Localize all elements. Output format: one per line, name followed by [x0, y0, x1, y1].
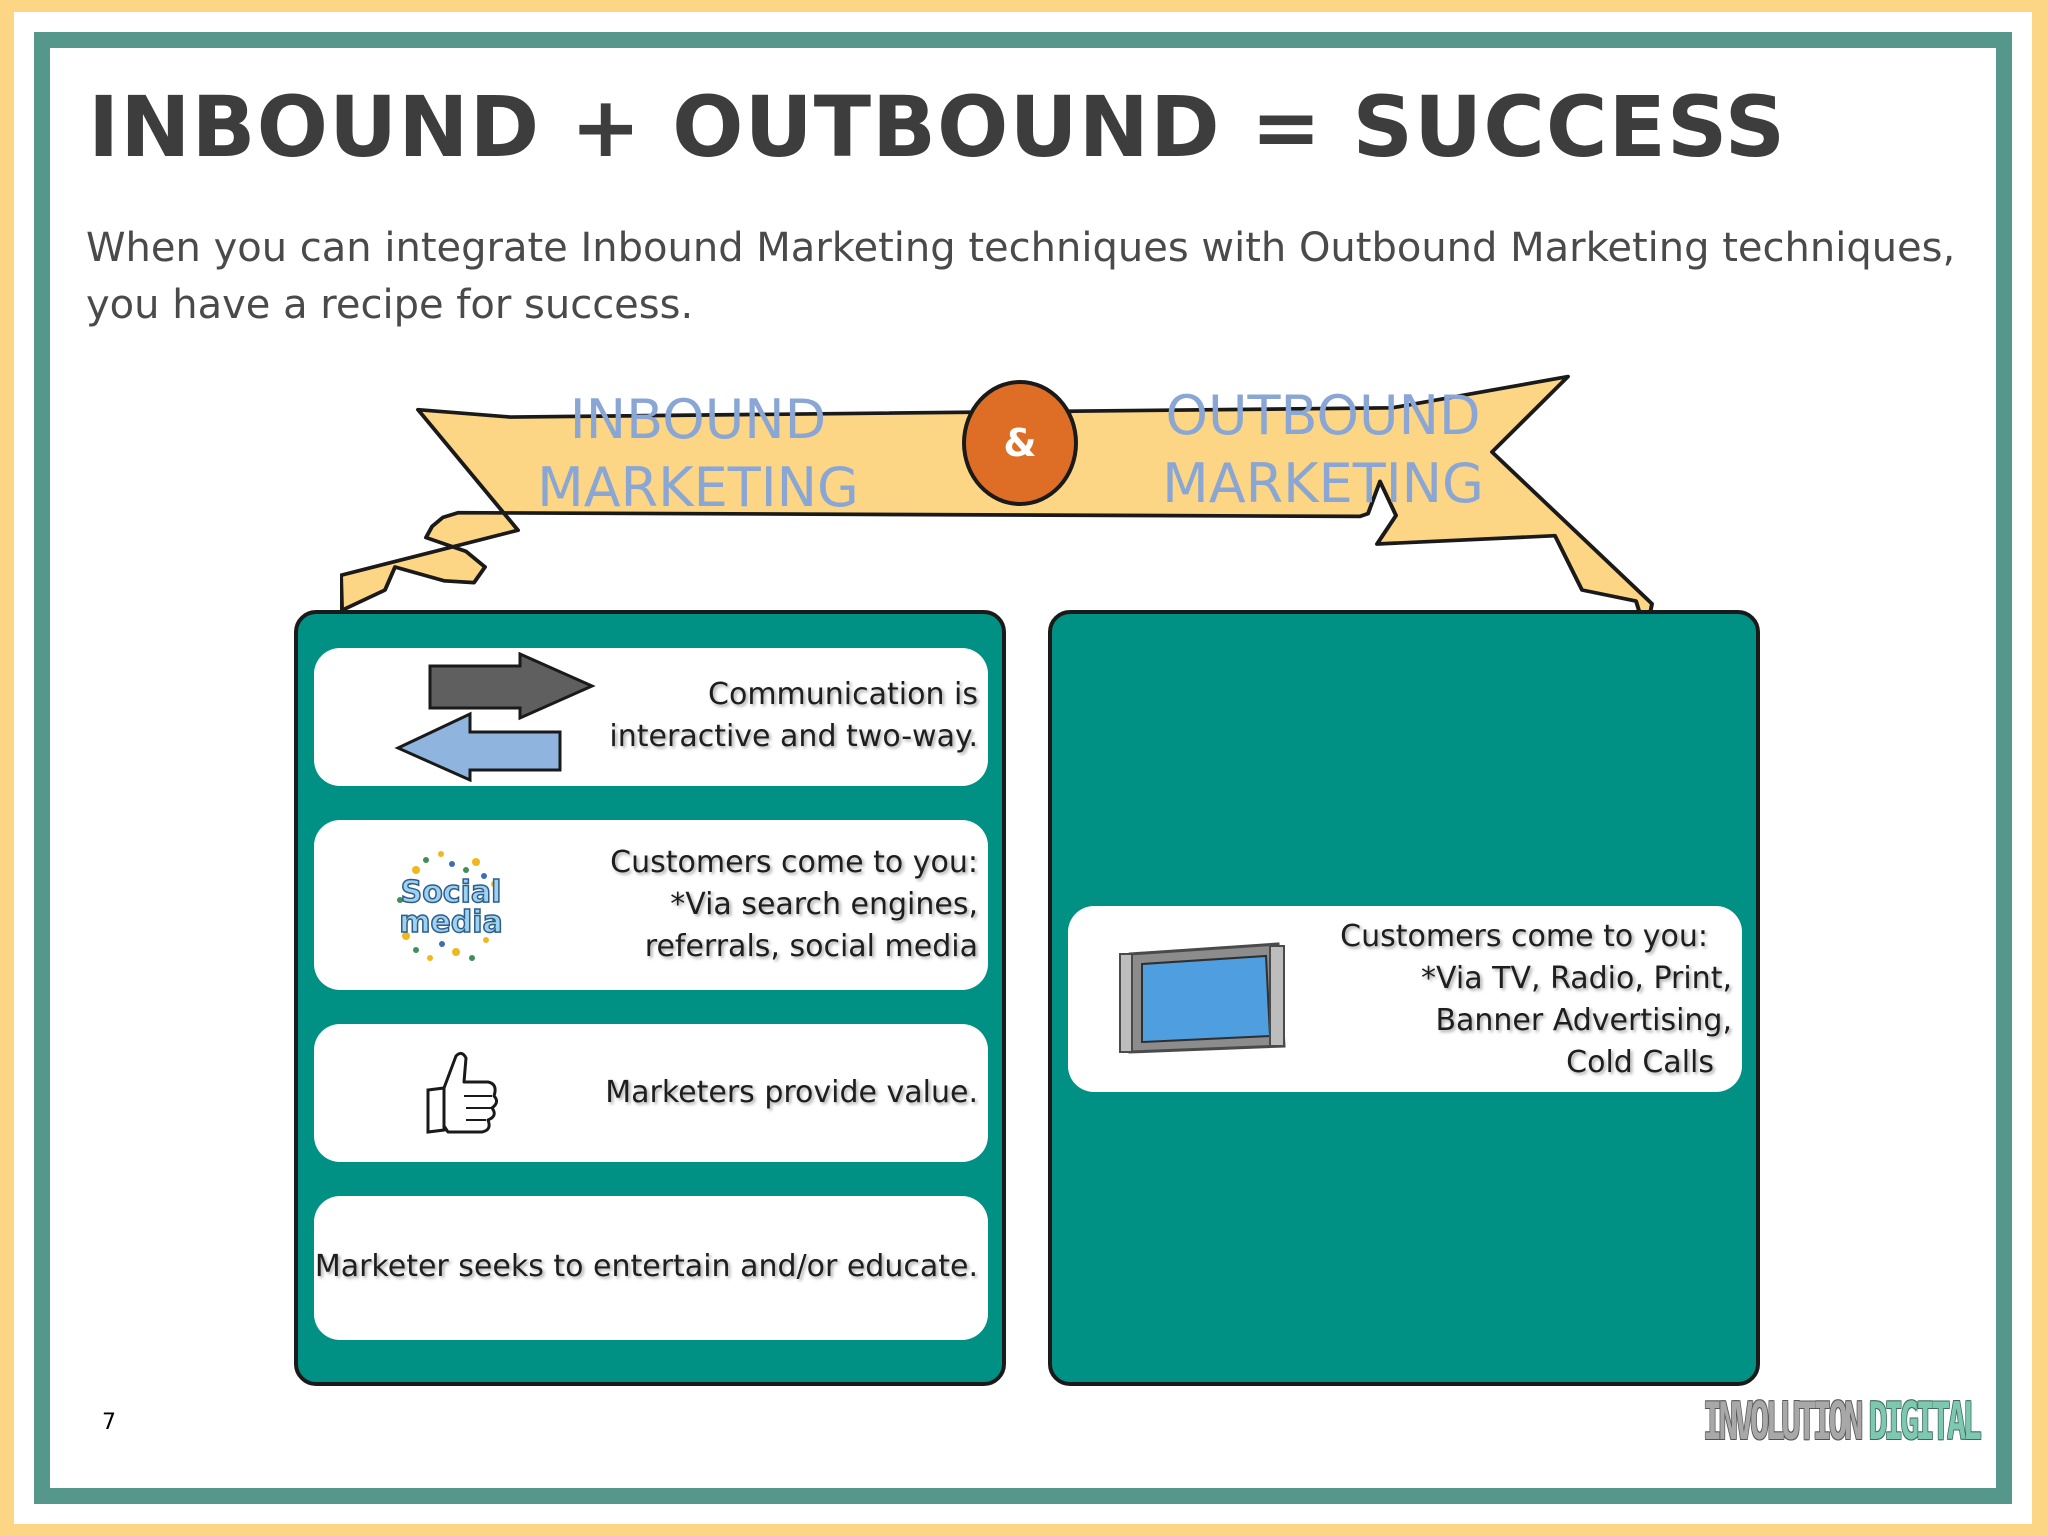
card-text-line: Customers come to you:	[610, 845, 978, 880]
slide-subtitle: When you can integrate Inbound Marketing…	[86, 220, 1966, 334]
banner-outbound-label: OUTBOUND MARKETING	[1133, 382, 1513, 518]
card-text-line: Customers come to you:	[1340, 919, 1708, 954]
inbound-card-value: Marketers provide value.	[314, 1024, 988, 1162]
card-text-line: Communication is	[708, 677, 978, 712]
subtitle-line-1: When you can integrate Inbound Marketing…	[86, 225, 1956, 271]
banner-inbound-label: INBOUND MARKETING	[508, 386, 888, 522]
social-media-icon: Social media	[397, 851, 504, 961]
banner-outbound-line-1: OUTBOUND	[1165, 384, 1481, 447]
outbound-card-text: Customers come to you: *Via TV, Radio, P…	[1340, 916, 1732, 1084]
inbound-card-entertain: Marketer seeks to entertain and/or educa…	[314, 1196, 988, 1340]
subtitle-line-2: you have a recipe for success.	[86, 282, 694, 328]
card-text-line: *Via TV, Radio, Print,	[1421, 961, 1732, 996]
card-text-line: *Via search engines,	[670, 887, 978, 922]
inbound-panel: Communication is interactive and two-way…	[294, 610, 1006, 1386]
ribbon-banner	[340, 374, 1654, 636]
card-text-line: interactive and two-way.	[609, 719, 978, 754]
inbound-card-3-text: Marketers provide value.	[605, 1075, 978, 1110]
thumbs-up-icon	[426, 1051, 499, 1134]
slide-title: INBOUND + OUTBOUND = SUCCESS	[88, 78, 1787, 176]
card-text-line: referrals, social media	[644, 929, 978, 964]
two-way-arrows-icon	[394, 652, 596, 782]
logo-word-1: INVOLUTION	[1702, 1392, 1864, 1452]
logo-word-2: DIGITAL	[1868, 1392, 1982, 1452]
banner-inbound-line-1: INBOUND	[569, 388, 827, 451]
banner-inbound-line-2: MARKETING	[537, 456, 859, 519]
slide-canvas: INBOUND + OUTBOUND = SUCCESS When you ca…	[50, 48, 1996, 1488]
inbound-card-customers: Social media Customers come to you: *Via…	[314, 820, 988, 990]
card-text-line: Cold Calls	[1566, 1045, 1714, 1080]
banner-outbound-line-2: MARKETING	[1162, 452, 1484, 515]
social-media-icon-word-1: Social	[401, 875, 502, 910]
tv-icon	[1119, 942, 1286, 1054]
inbound-card-4-text: Marketer seeks to entertain and/or educa…	[314, 1249, 978, 1284]
social-media-icon-word-2: media	[399, 905, 503, 940]
outbound-card-customers: Customers come to you: *Via TV, Radio, P…	[1068, 906, 1742, 1092]
outbound-panel: Customers come to you: *Via TV, Radio, P…	[1048, 610, 1760, 1386]
slide-number: 7	[102, 1410, 116, 1435]
inbound-card-1-text: Communication is interactive and two-way…	[609, 674, 978, 758]
inbound-card-two-way: Communication is interactive and two-way…	[314, 648, 988, 786]
inbound-card-2-text: Customers come to you: *Via search engin…	[610, 842, 978, 968]
card-text-line: Banner Advertising,	[1435, 1003, 1732, 1038]
ampersand-badge: &	[962, 380, 1078, 506]
